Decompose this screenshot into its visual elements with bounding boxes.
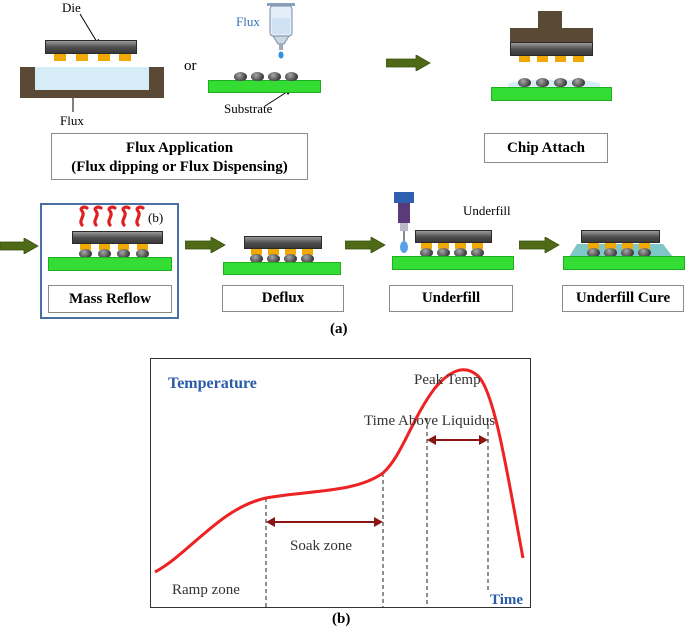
pad <box>268 249 279 255</box>
step-underfill-cure: Underfill Cure <box>562 285 684 312</box>
solder-bump <box>285 72 298 81</box>
ramp-zone-label: Ramp zone <box>172 582 240 598</box>
solder-joint <box>284 254 297 263</box>
solder-joint <box>587 248 600 257</box>
solder-bump <box>251 72 264 81</box>
underfill-needle-label: Underfill <box>463 203 511 218</box>
panel-b-caption: (b) <box>332 611 351 627</box>
bond-head <box>538 11 562 29</box>
solder-joint <box>98 249 111 258</box>
pad <box>438 243 449 249</box>
temperature-curve <box>154 368 525 574</box>
die-chip-attach <box>510 42 593 56</box>
soak-zone-label: Soak zone <box>290 538 352 554</box>
solder-joint <box>301 254 314 263</box>
solder-joint <box>471 248 484 257</box>
step-chip-attach: Chip Attach <box>484 133 608 163</box>
reflow-profile-frame: Temperature Peak Temp Time Above Liquidu… <box>150 358 531 608</box>
pad <box>76 54 88 61</box>
die-reflow <box>72 231 163 244</box>
solder-joint <box>638 248 651 257</box>
pad <box>137 244 148 250</box>
bond-head-base <box>510 28 593 42</box>
pad <box>639 243 650 249</box>
syringe-icon <box>267 3 295 59</box>
solder-bump <box>518 78 531 87</box>
substrate-deflux <box>223 262 341 275</box>
pad <box>605 243 616 249</box>
flux-application-subtitle: (Flux dipping or Flux Dispensing) <box>71 159 288 175</box>
pad <box>588 243 599 249</box>
pad <box>54 54 66 61</box>
pad <box>118 244 129 250</box>
pad <box>421 243 432 249</box>
pad <box>98 54 110 61</box>
solder-joint <box>250 254 263 263</box>
die-deflux <box>244 236 322 249</box>
die-flux-dip <box>45 40 137 54</box>
flux-tray-label: Flux <box>60 113 84 128</box>
step-underfill: Underfill <box>389 285 513 312</box>
process-arrow-2 <box>0 238 39 254</box>
solder-joint <box>420 248 433 257</box>
solder-joint <box>267 254 280 263</box>
process-arrow-1 <box>386 55 431 71</box>
pad <box>251 249 262 255</box>
x-axis-label: Time <box>490 592 523 608</box>
substrate-reflow <box>48 257 172 271</box>
process-arrow-4 <box>345 237 386 253</box>
pad <box>80 244 91 250</box>
step-flux-application: Flux Application (Flux dipping or Flux D… <box>51 133 308 180</box>
die-cure <box>581 230 660 243</box>
substrate-dispense <box>208 80 321 93</box>
step-mass-reflow: Mass Reflow <box>48 285 172 313</box>
mass-reflow-highlight <box>40 203 179 319</box>
solder-bump <box>554 78 567 87</box>
dispense-needle-icon <box>394 192 414 253</box>
solder-bump <box>536 78 549 87</box>
y-axis-label: Temperature <box>168 375 257 392</box>
solder-joint <box>136 249 149 258</box>
pad <box>455 243 466 249</box>
pad <box>573 56 584 62</box>
flux-application-title: Flux Application <box>125 140 234 156</box>
solder-joint <box>117 249 130 258</box>
die-underfill <box>415 230 492 243</box>
substrate-underfill <box>392 256 514 270</box>
pad <box>472 243 483 249</box>
solder-bump <box>572 78 585 87</box>
pad <box>622 243 633 249</box>
solder-bump <box>234 72 247 81</box>
pad <box>119 54 131 61</box>
ref-b-label: (b) <box>148 210 164 225</box>
pad <box>99 244 110 250</box>
process-arrow-5 <box>519 237 560 253</box>
solder-joint <box>604 248 617 257</box>
solder-joint <box>454 248 467 257</box>
solder-joint <box>79 249 92 258</box>
solder-joint <box>437 248 450 257</box>
step-deflux: Deflux <box>222 285 344 312</box>
panel-a-caption: (a) <box>330 321 348 337</box>
substrate-cure <box>563 256 685 270</box>
pad <box>285 249 296 255</box>
or-label: or <box>184 58 197 74</box>
flux-pool <box>35 67 149 90</box>
substrate-label: Substrate <box>224 101 273 116</box>
process-arrow-3 <box>185 237 226 253</box>
solder-bump <box>268 72 281 81</box>
solder-joint <box>621 248 634 257</box>
substrate-chip-attach <box>491 87 612 101</box>
peak-temp-label: Peak Temp <box>414 372 481 388</box>
pad <box>302 249 313 255</box>
pad <box>555 56 566 62</box>
pad <box>537 56 548 62</box>
die-label: Die <box>62 0 81 15</box>
flux-syringe-label: Flux <box>236 14 260 29</box>
tal-label: Time Above Liquidus <box>364 413 495 429</box>
pad <box>519 56 530 62</box>
reflow-profile-plot: Temperature Peak Temp Time Above Liquidu… <box>154 368 525 608</box>
heat-icon <box>79 205 145 227</box>
